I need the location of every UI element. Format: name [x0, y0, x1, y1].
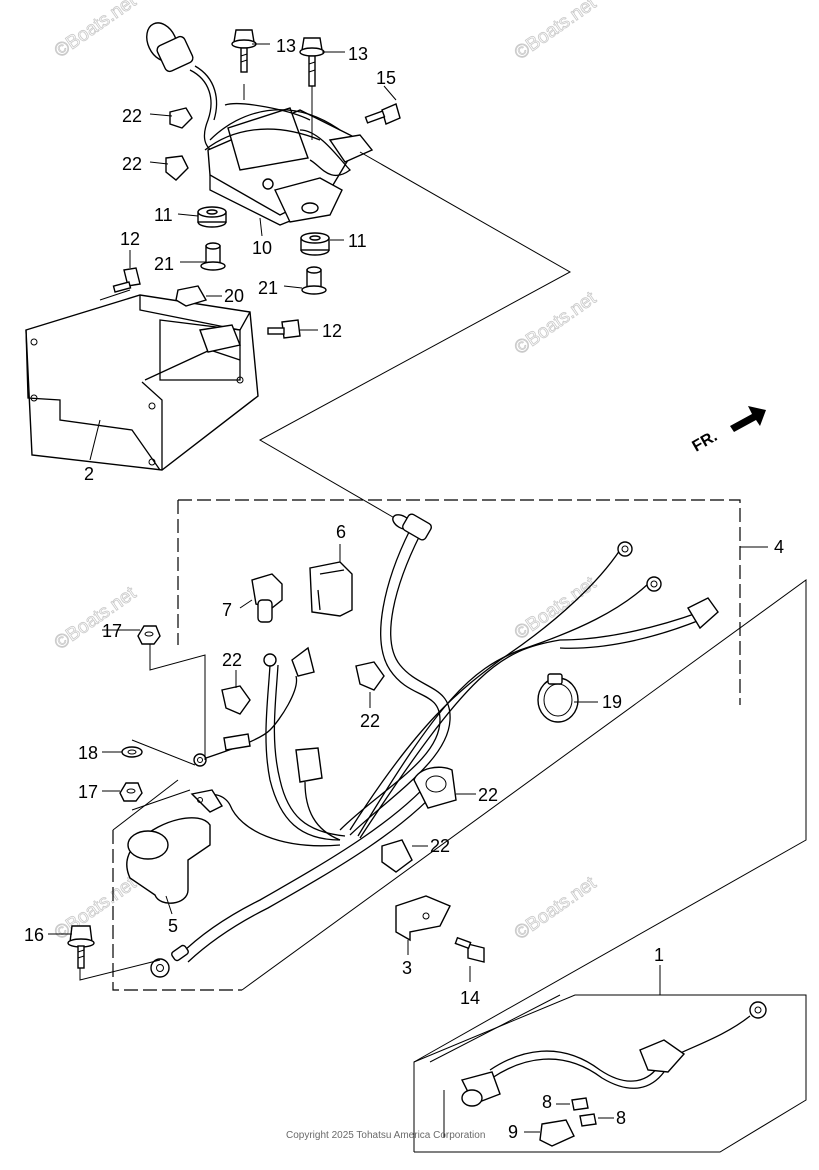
clip-22-top-b	[165, 155, 189, 181]
collar-21a	[200, 242, 226, 271]
clip-22-d	[355, 661, 385, 691]
screw-13a	[231, 29, 257, 73]
bolt-14	[454, 936, 485, 982]
washer-18	[121, 746, 143, 758]
callout-11b: 11	[348, 231, 367, 251]
watermark-1: ©Boats.net	[51, 0, 141, 62]
callout-13a: 13	[276, 36, 296, 56]
sensor-connector	[146, 22, 226, 161]
grommet-11b	[300, 232, 330, 256]
harness-group-4	[48, 499, 768, 991]
callout-11a: 11	[154, 205, 173, 225]
nut-17b	[119, 782, 143, 802]
clip-22-e	[413, 766, 457, 809]
control-module	[204, 103, 374, 226]
clip-22-c	[221, 685, 251, 715]
arrow-icon	[730, 406, 766, 432]
callout-16: 16	[24, 925, 44, 945]
callout-21a: 21	[154, 254, 174, 274]
callout-2: 2	[84, 464, 94, 484]
callout-20: 20	[224, 286, 244, 306]
callout-22a: 22	[122, 106, 142, 126]
callout-21b: 21	[258, 278, 278, 298]
bolt-12b	[267, 319, 301, 339]
callout-12a: 12	[120, 229, 140, 249]
callout-17b: 17	[78, 782, 98, 802]
clip-22-top-a	[169, 107, 193, 129]
callout-9: 9	[508, 1122, 518, 1142]
callout-22c: 22	[222, 650, 242, 670]
callout-numbers: 13 13 15 22 22 11 10 11 12 21 21 20 12 2…	[24, 36, 784, 1142]
fuse-holder-9	[539, 1119, 575, 1147]
cap-6	[309, 561, 353, 617]
callout-5: 5	[168, 916, 178, 936]
callout-6: 6	[336, 522, 346, 542]
watermark-7: ©Boats.net	[51, 872, 141, 944]
callout-19: 19	[602, 692, 622, 712]
watermark-4: ©Boats.net	[51, 582, 141, 654]
front-direction-indicator: FR.	[690, 406, 766, 456]
fuse-8a	[571, 1097, 589, 1111]
grommet-11a	[197, 206, 227, 228]
bolt-15	[364, 103, 401, 125]
bracket-2	[25, 250, 318, 471]
cover-5	[126, 817, 211, 904]
bolt-12a	[112, 267, 141, 293]
watermark-6: ©Boats.net	[511, 872, 601, 944]
collar-21b	[301, 266, 327, 295]
watermark-3: ©Boats.net	[511, 287, 601, 359]
module-assembly	[146, 22, 401, 295]
callout-13b: 13	[348, 44, 368, 64]
callout-22b: 22	[122, 154, 142, 174]
callout-18: 18	[78, 743, 98, 763]
callout-8b: 8	[616, 1108, 626, 1128]
cap-7	[251, 573, 283, 623]
bracket-3	[395, 895, 451, 955]
clip-20	[175, 285, 208, 307]
callout-17a: 17	[102, 621, 122, 641]
callout-14: 14	[460, 988, 480, 1008]
callout-7: 7	[222, 600, 232, 620]
hose-clamp-19	[537, 673, 579, 723]
callout-22d: 22	[360, 711, 380, 731]
harness-top-connector	[392, 513, 432, 541]
clip-22-f	[381, 839, 413, 873]
callout-12b: 12	[322, 321, 342, 341]
callout-22f: 22	[430, 836, 450, 856]
watermark-5: ©Boats.net	[511, 572, 601, 644]
watermark-2: ©Boats.net	[511, 0, 601, 64]
fuse-8b	[579, 1113, 597, 1127]
screw-13b	[299, 37, 325, 87]
copyright-text: Copyright 2025 Tohatsu America Corporati…	[286, 1130, 485, 1141]
callout-4: 4	[774, 537, 784, 557]
nut-17a	[137, 625, 161, 645]
callout-1: 1	[654, 945, 664, 965]
harness-group-1	[413, 965, 807, 1153]
callout-15: 15	[376, 68, 396, 88]
callout-22e: 22	[478, 785, 498, 805]
callout-8a: 8	[542, 1092, 552, 1112]
fr-label: FR.	[690, 428, 721, 456]
bolt-16	[67, 925, 95, 969]
callout-3: 3	[402, 958, 412, 978]
callout-10: 10	[252, 238, 272, 258]
